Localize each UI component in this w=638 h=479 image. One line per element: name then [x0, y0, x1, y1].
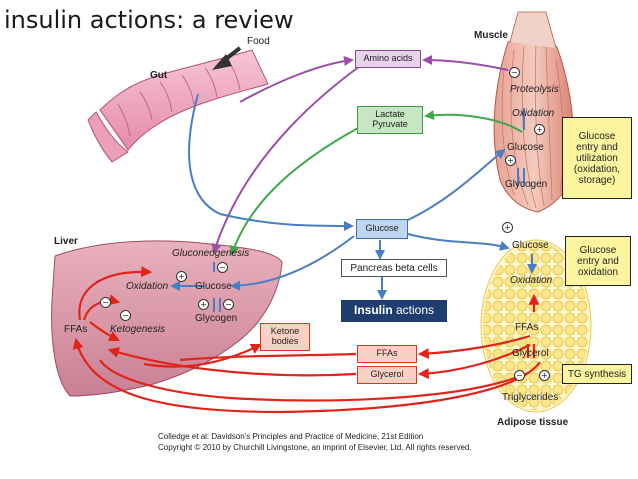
muscle-proteolysis-minus-sign: −	[509, 67, 520, 78]
fatty-acid-flows	[72, 266, 541, 414]
liver-label: Liver	[54, 236, 78, 247]
muscle-glycogen-plus-sign: +	[505, 155, 516, 166]
amino-acid-flows	[211, 55, 509, 254]
credit-line-1: Colledge et al: Davidson's Principles an…	[158, 432, 424, 441]
muscle-note-line-4: (oxidation,	[573, 163, 621, 175]
ketone-bodies-box: Ketone bodies	[260, 323, 310, 351]
adipose-glucose-plus-sign: +	[502, 222, 513, 233]
liver-glycogen-plus-sign: +	[198, 299, 209, 310]
adipose-note-line-2: entry and	[577, 255, 619, 267]
bodies-text: bodies	[271, 336, 299, 346]
adipose-glycerol-label: Glycerol	[512, 348, 549, 359]
pyruvate-text: Pyruvate	[372, 119, 408, 129]
liver-oxidation-minus-sign: −	[100, 297, 111, 308]
actions-word: actions	[392, 303, 435, 318]
lactate-text: Lactate	[375, 109, 405, 120]
glucose-flows	[170, 93, 537, 312]
liver-gluconeogenesis-minus-sign: −	[217, 262, 228, 273]
insulin-actions-box: Insulin actions	[341, 300, 447, 322]
liver-glycogen-minus-sign: −	[223, 299, 234, 310]
glycerol-box: Glycerol	[357, 366, 417, 384]
pancreas-beta-cells-box: Pancreas beta cells	[341, 259, 447, 277]
muscle-note-line-1: Glucose	[578, 130, 616, 142]
muscle-note-line-2: entry and	[576, 141, 618, 153]
liver-gluconeogenesis-label: Gluconeogenesis	[172, 248, 250, 259]
muscle-oxidation-label: Oxidation	[512, 108, 555, 119]
adipose-oxidation-label: Oxidation	[510, 275, 553, 286]
adipose-glucose-label: Glucose	[512, 240, 549, 251]
ketone-text: Ketone	[270, 326, 300, 337]
adipose-tg-plus-sign: +	[539, 370, 550, 381]
credit-line-2: Copyright © 2010 by Churchill Livingston…	[158, 443, 472, 452]
liver-ketogenesis-minus-sign: −	[120, 310, 131, 321]
muscle-glucose-note: Glucose entry and utilization (oxidation…	[562, 117, 632, 199]
liver-glucose-label: Glucose	[195, 281, 232, 292]
page-title: insulin actions: a review	[4, 6, 294, 34]
tg-synthesis-note: TG synthesis	[562, 364, 632, 384]
liver-oxidation-plus-sign: +	[176, 271, 187, 282]
muscle-oxidation-plus-sign: +	[534, 124, 545, 135]
liver-ketogenesis-label: Ketogenesis	[110, 324, 166, 335]
adipose-note-line-3: oxidation	[577, 266, 619, 278]
liver-oxidation-label: Oxidation	[126, 281, 169, 292]
muscle-note-line-5: storage)	[578, 174, 616, 186]
adipose-lipolysis-minus-sign: −	[514, 370, 525, 381]
muscle-label: Muscle	[474, 30, 508, 41]
gut-label: Gut	[150, 70, 168, 81]
gut-illustration	[87, 46, 269, 163]
insulin-word: Insulin	[353, 303, 393, 318]
muscle-glucose-label: Glucose	[507, 142, 544, 153]
lactate-pyruvate-box: Lactate Pyruvate	[357, 106, 423, 134]
liver-ffas-label: FFAs	[64, 324, 88, 335]
adipose-label: Adipose tissue	[497, 417, 569, 428]
adipose-note-line-1: Glucose	[579, 244, 617, 256]
muscle-glycogen-label: Glycogen	[505, 179, 548, 190]
liver-glycogen-label: Glycogen	[195, 313, 238, 324]
amino-acids-box: Amino acids	[355, 50, 421, 68]
ffas-box: FFAs	[357, 345, 417, 363]
lactate-flows	[229, 110, 523, 256]
adipose-triglycerides-label: Triglycerides	[502, 392, 559, 403]
muscle-proteolysis-label: Proteolysis	[510, 84, 559, 95]
glucose-box: Glucose	[356, 219, 408, 239]
food-label: Food	[247, 36, 270, 47]
adipose-ffas-label: FFAs	[515, 322, 539, 333]
muscle-note-line-3: utilization	[576, 152, 618, 164]
adipose-glucose-note: Glucose entry and oxidation	[565, 236, 631, 286]
